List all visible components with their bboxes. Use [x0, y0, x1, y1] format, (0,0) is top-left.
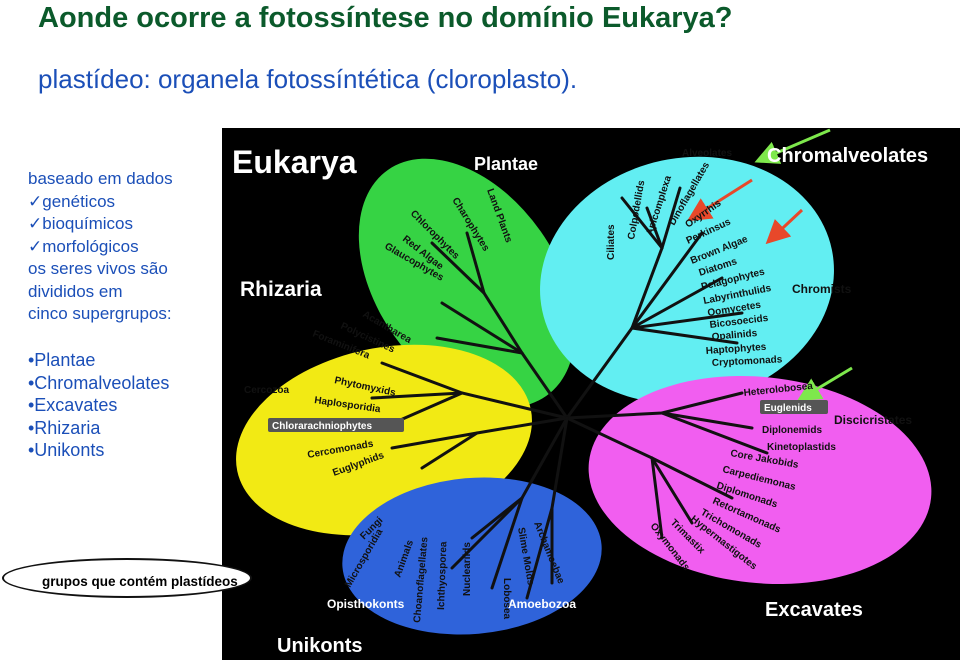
notes-text-block: baseado em dados ✓genéticos ✓bioquímicos… — [28, 168, 223, 326]
check-item-geneticos: ✓genéticos — [28, 191, 116, 211]
taxon-label: Nucleariids — [462, 542, 473, 596]
taxon-label: Diplonemids — [762, 425, 822, 436]
taxon-label: Ciliates — [606, 224, 617, 260]
tree-svg: Eukarya Plantae Chromalveolates Chromist… — [232, 128, 932, 657]
eukarya-tree-diagram: Eukarya Plantae Chromalveolates Chromist… — [222, 128, 960, 660]
taxon-label: Haptophytes — [705, 342, 767, 357]
supergroup-list: •Plantae •Chromalveolates •Excavates •Rh… — [28, 349, 169, 462]
green-arrow-icon — [754, 128, 831, 164]
plastid-groups-caption: grupos que contém plastídeos — [2, 558, 252, 598]
slide-subtitle: plastídeo: organela fotossíntética (clor… — [38, 64, 578, 94]
plastid-arrows — [686, 128, 853, 402]
taxon-label: Cercozoa — [244, 385, 289, 396]
supergroup-list-item: •Plantae — [28, 350, 96, 370]
taxon-label: Kinetoplastids — [767, 442, 836, 453]
taxon-label: Cryptomonads — [712, 354, 783, 369]
caption-text: grupos que contém plastídeos — [42, 574, 238, 589]
notes-line: cinco supergrupos: — [28, 304, 172, 323]
unikonts-label: Unikonts — [277, 635, 363, 657]
supergroup-list-item: •Rhizaria — [28, 417, 101, 438]
rhizaria-label: Rhizaria — [240, 278, 322, 301]
amoebozoa-label: Amoebozoa — [508, 597, 576, 611]
red-arrow-icon — [765, 208, 804, 245]
euglenids-highlight — [760, 400, 828, 414]
notes-line: divididos em — [28, 281, 123, 301]
excavates-region — [588, 375, 932, 585]
opisthokonts-label: Opisthokonts — [327, 597, 405, 611]
taxon-label: Opalinids — [711, 328, 758, 343]
check-item-bioquimicos: ✓bioquímicos — [28, 214, 133, 233]
chlorarachniophytes-highlight — [268, 418, 404, 432]
tree-branches — [370, 186, 769, 600]
red-arrow-icon — [686, 178, 753, 222]
chromalveolates-region — [540, 156, 834, 404]
notes-line: baseado em dados — [28, 169, 173, 188]
discicristates-label: Discicristates — [834, 413, 912, 427]
taxon-label: Euglenids — [764, 403, 812, 414]
slide-title: Aonde ocorre a fotossíntese no domínio E… — [38, 2, 733, 34]
excavates-label: Excavates — [765, 599, 863, 621]
supergroup-list-item: •Excavates — [28, 395, 118, 415]
domain-label: Eukarya — [232, 144, 357, 180]
chromalveolates-label: Chromalveolates — [767, 145, 928, 167]
chromists-label: Chromists — [792, 282, 852, 296]
supergroup-list-item: •Chromalveolates — [28, 372, 170, 393]
taxon-label: Lobosea — [501, 578, 512, 620]
unikonts-region — [342, 477, 602, 635]
supergroup-list-item: •Unikonts — [28, 440, 105, 460]
taxon-label: Alveolates — [682, 148, 732, 159]
check-item-morfologicos: ✓morfológicos — [28, 236, 139, 256]
plantae-label: Plantae — [474, 154, 538, 174]
green-arrow-icon — [796, 366, 853, 402]
taxon-label: Chlorarachniophytes — [272, 421, 372, 432]
notes-line: os seres vivos são — [28, 259, 168, 278]
taxon-label: Ichthyosporea — [436, 541, 449, 610]
